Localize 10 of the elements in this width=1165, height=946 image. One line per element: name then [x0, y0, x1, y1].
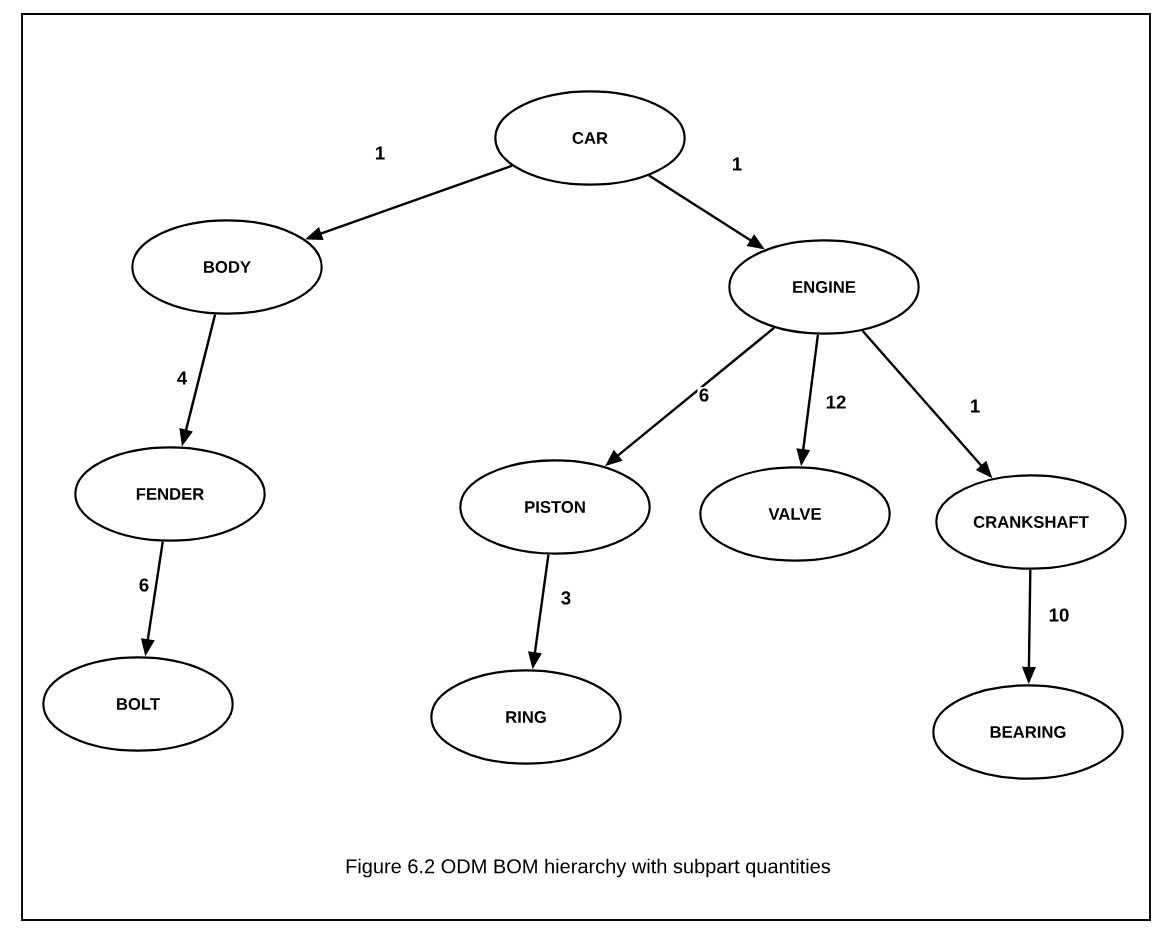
quantity-label: 10: [1047, 607, 1071, 623]
quantity-label: 6: [697, 387, 711, 403]
quantity-label: 1: [730, 156, 744, 172]
quantity-label: 1: [373, 145, 387, 161]
quantity-label: 4: [175, 370, 189, 386]
quantity-label: 6: [137, 577, 151, 593]
quantity-label: 3: [559, 590, 573, 606]
quantity-label: 12: [824, 394, 848, 410]
quantity-label: 1: [968, 398, 982, 414]
figure-caption: Figure 6.2 ODM BOM hierarchy with subpart quantities: [346, 858, 831, 878]
